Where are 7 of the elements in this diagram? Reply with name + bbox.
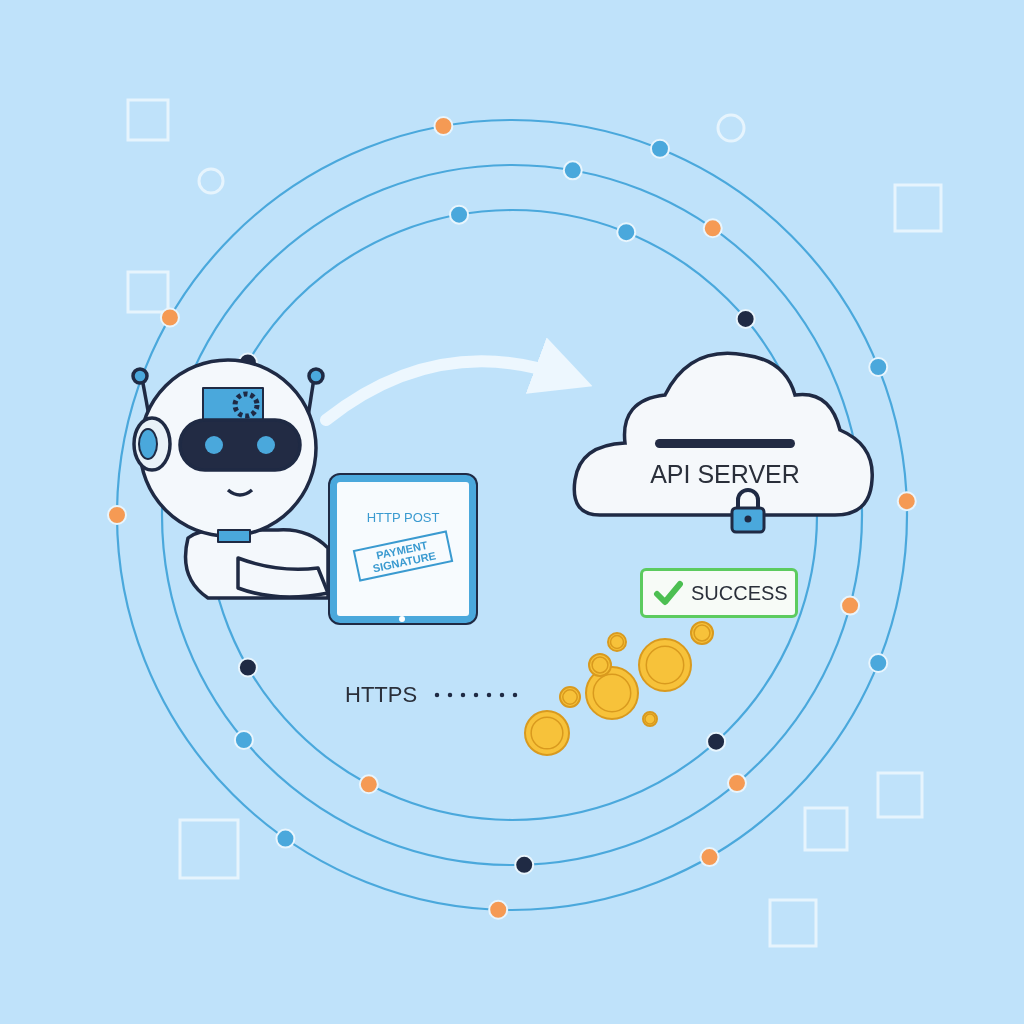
status-text: SUCCESS <box>691 582 788 605</box>
success-badge <box>640 568 798 618</box>
protocol-label: HTTPS <box>345 680 429 710</box>
server-label: API SERVER <box>649 460 801 489</box>
tablet <box>330 475 476 623</box>
request-text: HTTP POST <box>365 510 441 525</box>
curved-arrow <box>320 338 593 426</box>
